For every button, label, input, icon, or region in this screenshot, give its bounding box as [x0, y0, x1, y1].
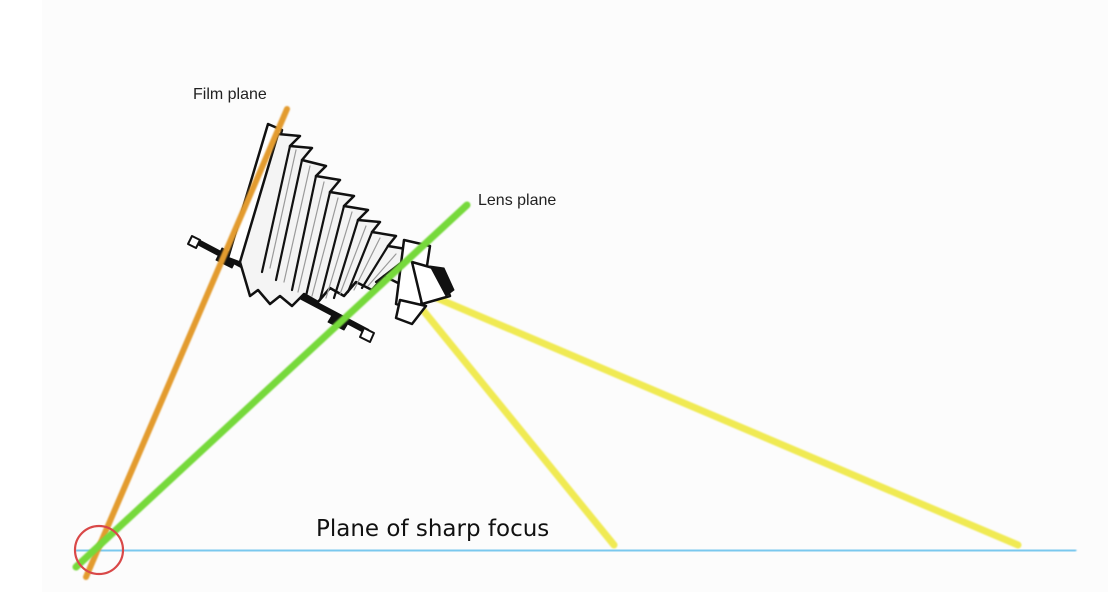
lens-plane-label: Lens plane [478, 192, 556, 209]
view-camera-icon [187, 122, 455, 343]
lens-plane-line [72, 201, 471, 571]
camera-bellows [238, 132, 422, 308]
light-rays [414, 292, 1022, 549]
intersection-circle-icon [73, 524, 125, 576]
film-plane-line [83, 106, 290, 580]
near-light-ray [414, 300, 618, 549]
film-plane-label: Film plane [193, 86, 267, 103]
far-light-ray [428, 292, 1022, 549]
focus-plane-label: Plane of sharp focus [316, 516, 549, 542]
focus-plane-line [75, 545, 1077, 556]
camera-lens [394, 260, 455, 326]
